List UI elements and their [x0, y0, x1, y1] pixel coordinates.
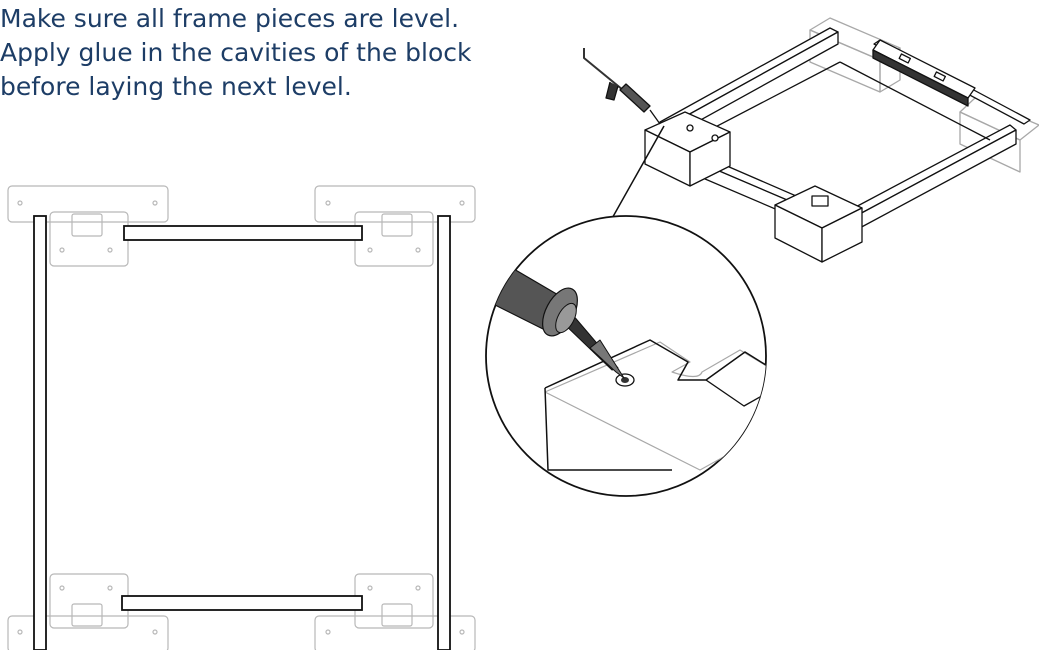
iso-rail-front-right: [849, 124, 1017, 217]
callout-leader: [609, 125, 665, 223]
corner-block-bottom-left: [7, 573, 169, 650]
magnifier-detail-icon: [485, 215, 767, 497]
iso-block-front: [774, 185, 863, 263]
instruction-text: Make sure all frame pieces are level. Ap…: [0, 4, 472, 101]
frame-plan-view: [7, 185, 476, 650]
spirit-level-icon: [872, 39, 976, 107]
corner-block-top-right: [314, 185, 476, 267]
glue-gun-icon: [583, 48, 661, 125]
iso-block-left: [644, 111, 731, 187]
frame-board-bottom: [121, 595, 363, 611]
frame-board-top: [123, 225, 363, 241]
frame-isometric-view: [583, 17, 1039, 263]
frame-board-right: [437, 215, 451, 650]
frame-board-left: [33, 215, 47, 650]
corner-block-bottom-right: [314, 573, 476, 650]
iso-rail-front-right-side: [855, 129, 1017, 231]
